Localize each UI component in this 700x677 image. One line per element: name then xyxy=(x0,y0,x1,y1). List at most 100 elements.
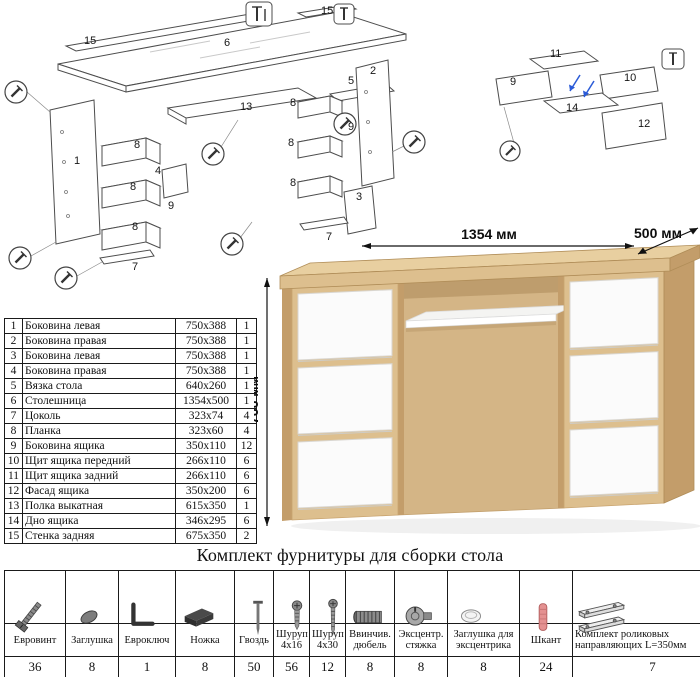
part-name: Стенка задняя xyxy=(22,528,176,544)
part-number-label: 5 xyxy=(348,75,354,87)
hardware-icons-row xyxy=(4,570,700,636)
foot-icon xyxy=(175,570,235,627)
hardware-item-qty: 8 xyxy=(447,656,520,677)
table-row: 14 Дно ящика 346x295 6 xyxy=(4,513,257,529)
drawer-box-outline xyxy=(296,175,344,199)
leader-lines xyxy=(26,91,405,277)
leader-lines xyxy=(503,106,515,144)
part-number: 12 xyxy=(4,483,23,499)
part-number-label: 14 xyxy=(566,102,578,114)
drawer-front-outline xyxy=(601,102,667,150)
part-size: 346x295 xyxy=(175,513,237,529)
left-pedestal-side xyxy=(282,288,292,521)
cam-lock-icon xyxy=(394,570,448,626)
part-size: 750x388 xyxy=(175,348,237,364)
right-side-panel-outline xyxy=(355,59,395,187)
part-name: Столешница xyxy=(22,393,176,409)
drawer-side-outline xyxy=(599,66,659,100)
desk-render: 1354 мм 500 мм 766 мм xyxy=(254,225,700,534)
part-number-label: 8 xyxy=(132,221,138,233)
cam-cap-icon xyxy=(447,570,520,624)
part-number-label: 8 xyxy=(130,181,136,193)
hardware-item-name: Евровинт xyxy=(4,623,66,657)
part-number-label: 3 xyxy=(356,191,362,203)
hardware-detail-callout xyxy=(7,245,33,271)
hardware-detail-callout xyxy=(200,141,226,167)
right-pedestal-side xyxy=(663,257,695,504)
hardware-item-qty: 1 xyxy=(118,656,176,677)
part-number: 3 xyxy=(4,348,23,364)
part-size: 615x350 xyxy=(175,498,237,514)
part-name: Полка выкатная xyxy=(22,498,176,514)
part-number: 13 xyxy=(4,498,23,514)
drawer-fascia-outline xyxy=(161,163,189,199)
hardware-item-qty: 8 xyxy=(394,656,448,677)
drawer-exploded-parts xyxy=(495,48,685,150)
table-row: 15 Стенка задняя 675x350 2 xyxy=(4,528,257,544)
nail-icon xyxy=(234,570,274,636)
drawer-box-outline xyxy=(100,137,162,167)
part-number: 2 xyxy=(4,333,23,349)
part-name: Боковина правая xyxy=(22,333,176,349)
table-row: 1 Боковина левая 750x388 1 xyxy=(4,318,257,334)
part-size: 750x388 xyxy=(175,363,237,379)
part-size: 323x60 xyxy=(175,423,237,439)
hardware-detail-callout xyxy=(401,129,427,155)
table-row: 7 Цоколь 323x74 4 xyxy=(4,408,257,424)
part-number-label: 9 xyxy=(510,76,516,88)
hardware-item-name: Заглушка для эксцентрика xyxy=(447,623,520,657)
table-row: 6 Столешница 1354x500 1 xyxy=(4,393,257,409)
table-row: 5 Вязка стола 640x260 1 xyxy=(4,378,257,394)
hardware-item-qty: 56 xyxy=(273,656,310,677)
part-size: 350x110 xyxy=(175,438,237,454)
part-number: 7 xyxy=(4,408,23,424)
table-row: 13 Полка выкатная 615x350 1 xyxy=(4,498,257,514)
part-qty: 2 xyxy=(236,528,257,544)
part-size: 675x350 xyxy=(175,528,237,544)
table-row: 8 Планка 323x60 4 xyxy=(4,423,257,439)
left-side-panel-outline xyxy=(49,99,101,245)
keyboard-tray-edge xyxy=(167,107,187,125)
part-size: 640x260 xyxy=(175,378,237,394)
drawer-box-outline xyxy=(296,95,344,119)
hardware-callout-box xyxy=(245,1,273,27)
part-number: 9 xyxy=(4,438,23,454)
hardware-detail-callout xyxy=(219,231,245,257)
part-number-label: 15 xyxy=(321,5,333,17)
tray-shadow xyxy=(406,321,556,332)
hardware-item-name: Заглушка xyxy=(65,623,119,657)
table-row: 9 Боковина ящика 350x110 12 xyxy=(4,438,257,454)
part-name: Дно ящика xyxy=(22,513,176,529)
part-number-label: 8 xyxy=(290,97,296,109)
drawer-slides-icon xyxy=(572,570,700,634)
drawer-back-outline xyxy=(528,50,600,70)
cap-icon xyxy=(65,570,119,624)
hardware-item-name: Шуруп 4x16 xyxy=(273,623,310,657)
part-number-label: 11 xyxy=(550,48,561,60)
part-number: 4 xyxy=(4,363,23,379)
part-number-label: 7 xyxy=(326,231,332,243)
hardware-kit-title: Комплект фурнитуры для сборки стола xyxy=(196,545,504,565)
right-drawer-fronts xyxy=(569,277,659,497)
hardware-item-name: Ввинчив. дюбель xyxy=(345,623,395,657)
part-size: 750x388 xyxy=(175,333,237,349)
part-number-label: 2 xyxy=(370,65,376,77)
table-row: 4 Боковина правая 750x388 1 xyxy=(4,363,257,379)
part-number: 10 xyxy=(4,453,23,469)
dowel-holes xyxy=(60,90,372,218)
hardware-item-qty: 8 xyxy=(175,656,235,677)
part-name: Вязка стола xyxy=(22,378,176,394)
floor-shadow xyxy=(291,518,700,534)
hardware-item-qty: 24 xyxy=(519,656,573,677)
hardware-detail-callout xyxy=(53,265,79,291)
part-number-label: 1 xyxy=(74,155,80,167)
part-number: 5 xyxy=(4,378,23,394)
table-row: 2 Боковина правая 750x388 1 xyxy=(4,333,257,349)
drawer-box-outline xyxy=(100,221,162,251)
part-name: Щит ящика задний xyxy=(22,468,176,484)
